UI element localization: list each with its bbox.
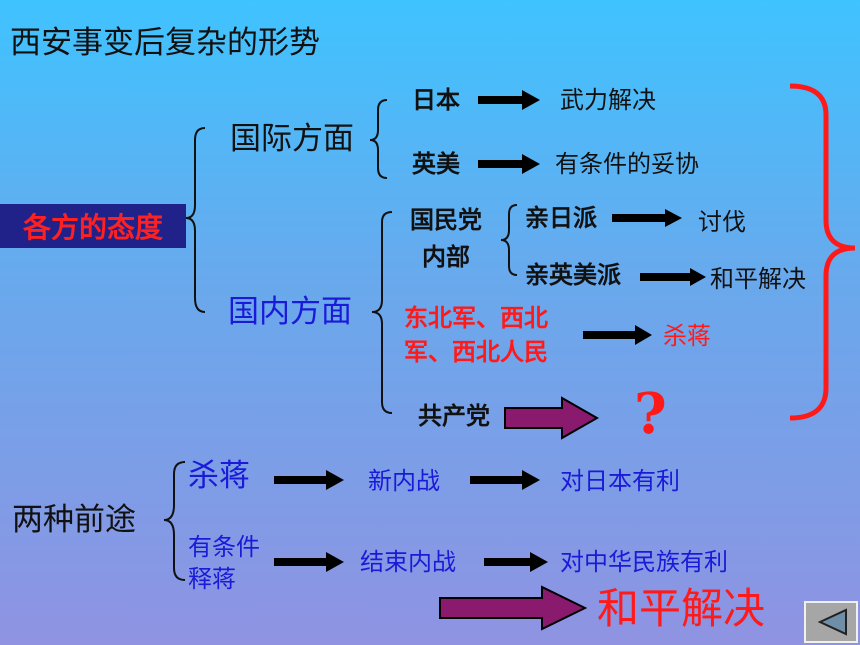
result-pro-west: 和平解决 bbox=[710, 265, 806, 293]
path2-outcome: 对中华民族有利 bbox=[560, 548, 728, 576]
party-pro-west: 亲英美派 bbox=[525, 261, 621, 289]
party-usuk: 英美 bbox=[412, 150, 460, 178]
conclusion: 和平解决 bbox=[597, 584, 766, 633]
path2-action-line1: 有条件 bbox=[188, 533, 260, 561]
result-pro-japan: 讨伐 bbox=[698, 208, 746, 236]
path2-step: 结束内战 bbox=[360, 548, 456, 576]
party-japan: 日本 bbox=[412, 86, 460, 114]
path1-step: 新内战 bbox=[368, 467, 440, 495]
party-ccp: 共产党 bbox=[418, 402, 490, 430]
arrow-pro-west bbox=[640, 268, 706, 286]
result-ccp-question: ? bbox=[634, 381, 667, 447]
brace-red bbox=[789, 83, 856, 421]
kmt-label-line2: 内部 bbox=[422, 243, 470, 271]
result-usuk: 有条件的妥协 bbox=[555, 150, 699, 178]
arrow-path2-a bbox=[274, 552, 344, 572]
arrow-conclusion bbox=[439, 585, 588, 631]
brace-international bbox=[369, 99, 388, 179]
back-button[interactable] bbox=[804, 601, 858, 643]
futures-label: 两种前途 bbox=[12, 502, 136, 538]
arrow-path2-b bbox=[484, 552, 548, 572]
attitudes-badge: 各方的态度 bbox=[0, 204, 186, 248]
northeast-line2: 军、西北人民 bbox=[404, 338, 548, 366]
page-title: 西安事变后复杂的形势 bbox=[10, 25, 320, 61]
brace-kmt bbox=[500, 204, 518, 276]
international-label: 国际方面 bbox=[230, 121, 354, 157]
result-japan: 武力解决 bbox=[560, 86, 656, 114]
arrow-pro-japan bbox=[612, 209, 682, 227]
party-pro-japan: 亲日派 bbox=[525, 204, 597, 232]
domestic-label: 国内方面 bbox=[228, 294, 352, 330]
arrow-northeast bbox=[583, 325, 652, 345]
arrow-path1-a bbox=[274, 470, 344, 490]
brace-futures bbox=[163, 461, 186, 581]
result-northeast: 杀蒋 bbox=[663, 322, 711, 350]
arrow-usuk bbox=[478, 154, 540, 174]
brace-domestic bbox=[371, 211, 393, 414]
arrow-path1-b bbox=[470, 470, 540, 490]
northeast-line1: 东北军、西北 bbox=[404, 304, 548, 332]
arrow-ccp bbox=[504, 396, 600, 440]
arrow-japan bbox=[478, 90, 540, 110]
back-triangle-icon bbox=[817, 608, 847, 636]
kmt-label-line1: 国民党 bbox=[410, 206, 482, 234]
path1-outcome: 对日本有利 bbox=[560, 467, 680, 495]
path2-action-line2: 释蒋 bbox=[188, 565, 236, 593]
brace-attitudes bbox=[185, 127, 206, 313]
path1-action: 杀蒋 bbox=[188, 458, 250, 494]
